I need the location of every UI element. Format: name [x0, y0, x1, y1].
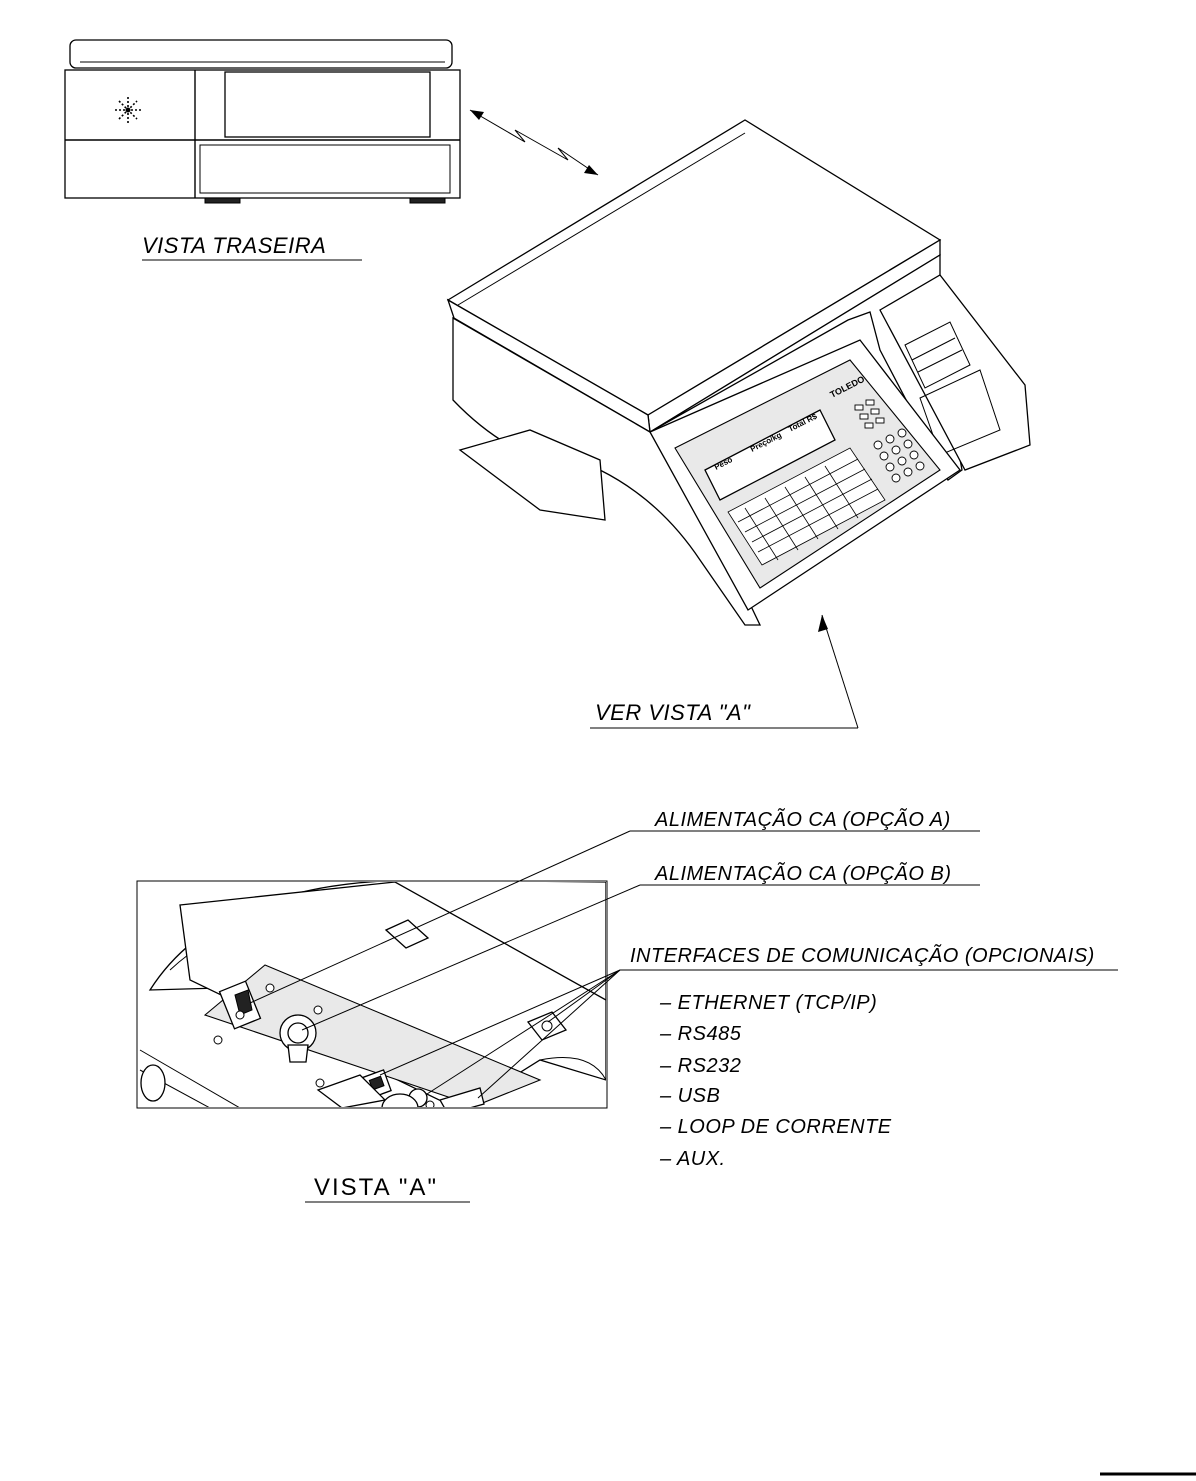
detail-view-caption: VISTA "A"	[314, 1174, 438, 1201]
list-item: – AUX.	[659, 1148, 726, 1170]
fan-icon	[115, 97, 141, 123]
keyboard-grid	[727, 447, 886, 566]
detail-view-drawing	[139, 882, 606, 1107]
rear-view-caption: VISTA TRASEIRA	[142, 233, 326, 258]
rear-view-drawing	[64, 39, 461, 204]
label-power-option-b: ALIMENTAÇÃO CA (OPÇÃO B)	[654, 861, 951, 885]
list-item: – RS485	[659, 1023, 742, 1045]
view-a-callout-label: VER VISTA "A"	[595, 700, 751, 725]
view-relation-arrow	[469, 109, 599, 176]
detail-leader-lines	[249, 830, 1118, 1099]
numeric-keypad	[854, 399, 925, 483]
detail-view-frame	[136, 880, 608, 1109]
scale-isometric-drawing: Peso Preço/kg Total R$ TOLEDO	[446, 119, 1031, 626]
view-a-callout	[590, 614, 859, 729]
list-item: – ETHERNET (TCP/IP)	[659, 992, 877, 1014]
list-item: – LOOP DE CORRENTE	[659, 1116, 892, 1138]
list-item: – RS232	[659, 1055, 741, 1077]
list-item: – USB	[659, 1085, 720, 1107]
label-communication-interfaces: INTERFACES DE COMUNICAÇÃO (OPCIONAIS)	[630, 943, 1095, 967]
interface-list: – ETHERNET (TCP/IP) – RS485 – RS232 – US…	[659, 992, 892, 1170]
label-power-option-a: ALIMENTAÇÃO CA (OPÇÃO A)	[654, 807, 951, 831]
